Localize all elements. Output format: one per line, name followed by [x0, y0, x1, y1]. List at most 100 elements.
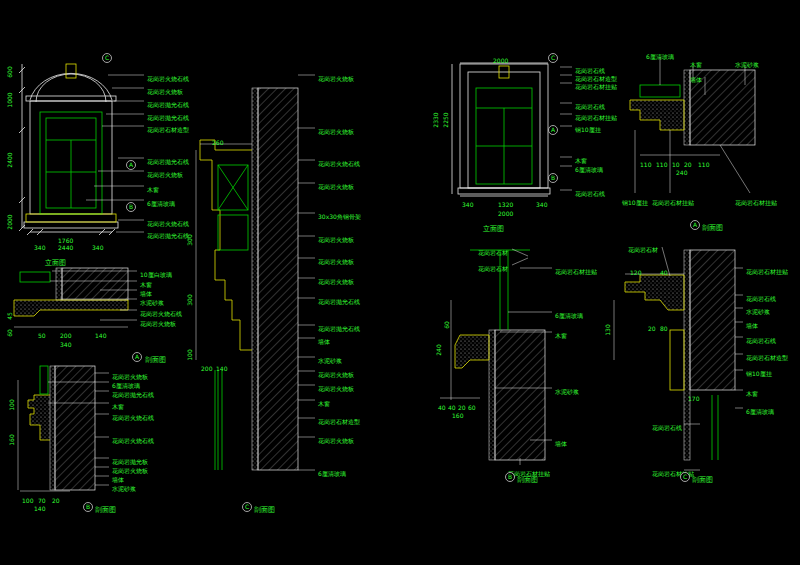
title-text: 剖面图	[692, 476, 713, 484]
callout-label: 木窗	[147, 183, 159, 193]
dimension-value: 110	[656, 158, 667, 168]
view-title: 剖面图	[95, 503, 116, 514]
label-text: 6厘清玻璃	[555, 312, 583, 319]
dimension-value: 240	[432, 344, 442, 355]
label-text: 木窗	[555, 332, 567, 339]
callout-label: 水泥砂浆	[746, 305, 770, 315]
callout-label: 花岗岩火烧板	[147, 168, 183, 178]
label-text: 水泥砂浆	[140, 299, 164, 306]
label-text: 墙体	[690, 76, 702, 83]
label-text: 墙体	[555, 440, 567, 447]
dimension-text: 240	[435, 344, 442, 355]
view-title: 剖面图	[692, 473, 713, 484]
dimension-text: 20	[458, 404, 466, 411]
bubble-letter: A	[548, 125, 558, 135]
callout-label: 墙体	[690, 73, 702, 83]
dimension-text: 40	[660, 269, 668, 276]
label-text: 花岗岩抛光石线	[318, 298, 360, 305]
callout-label: 6厘清玻璃	[318, 467, 346, 477]
dimension-value: 1760	[58, 234, 73, 244]
callout-label: 花岗岩石材造型	[147, 123, 189, 133]
dimension-value: 200	[201, 362, 212, 372]
label-text: 花岗岩火烧板	[112, 373, 148, 380]
callout-label: 花岗岩抛光板	[112, 455, 148, 465]
section-bubble: C	[102, 53, 112, 63]
callout-label: 墙体	[555, 437, 567, 447]
dimension-text: 80	[660, 325, 668, 332]
dimension-value: 170	[688, 392, 699, 402]
section-bubble: B	[548, 173, 558, 183]
dimension-value: 40	[660, 266, 668, 276]
callout-label: 花岗岩火烧板	[318, 125, 354, 135]
dimension-value: 2330	[429, 112, 439, 127]
dimension-value: 140	[34, 502, 45, 512]
dimension-value: 2000	[493, 54, 508, 64]
callout-label: 花岗岩火烧板	[318, 434, 354, 444]
bubble-letter: C	[242, 502, 252, 512]
dimension-value: 160	[5, 434, 15, 445]
dimension-value: 2250	[439, 112, 449, 127]
label-text: 花岗岩火烧石线	[140, 310, 182, 317]
callout-label: 花岗岩抛光石线	[147, 111, 189, 121]
dimension-text: 20	[648, 325, 656, 332]
dimension-value: 2400	[3, 152, 13, 167]
label-text: 墙体	[112, 476, 124, 483]
callout-label: 花岗岩火烧石线	[112, 411, 154, 421]
label-text: 花岗岩火烧板	[318, 258, 354, 265]
label-text: 花岗岩火烧板	[318, 278, 354, 285]
dimension-text: 200	[60, 332, 71, 339]
section-bubble: B	[126, 202, 136, 212]
dimension-value: 2000	[3, 214, 13, 229]
section-bubble: A	[690, 220, 700, 230]
callout-label: 木窗	[746, 387, 758, 397]
dimension-text: 260	[212, 139, 223, 146]
label-text: 花岗岩石线	[746, 337, 776, 344]
dimension-text: 300	[186, 234, 193, 245]
dimension-text: 140	[95, 332, 106, 339]
dimension-text: 120	[630, 269, 641, 276]
callout-label: 木窗	[690, 58, 702, 68]
callout-label: 木窗	[318, 397, 330, 407]
dimension-value: 70	[38, 494, 46, 504]
dimension-value: 20	[648, 322, 656, 332]
label-text: 花岗岩抛光石线	[318, 325, 360, 332]
label-text: 花岗岩石材	[478, 265, 508, 272]
label-text: 木窗	[746, 390, 758, 397]
dimension-value: 160	[452, 409, 463, 419]
dimension-text: 50	[38, 332, 46, 339]
section-bubble: A	[548, 125, 558, 135]
section-bubble: A	[132, 352, 142, 362]
callout-label: 花岗岩石线	[575, 100, 605, 110]
label-text: 花岗岩抛光石线	[147, 101, 189, 108]
callout-label: 花岗岩石材造型	[746, 351, 788, 361]
dimension-text: 110	[698, 161, 709, 168]
dimension-value: 110	[698, 158, 709, 168]
dimension-value: 240	[676, 166, 687, 176]
dimension-text: 100	[8, 399, 15, 410]
label-text: 花岗岩石材挂贴	[575, 83, 617, 90]
label-text: 花岗岩火烧石线	[147, 220, 189, 227]
dimension-text: 60	[443, 321, 450, 329]
dimension-text: 140	[216, 365, 227, 372]
callout-label: 花岗岩石材	[478, 246, 508, 256]
dimension-text: 20	[52, 497, 60, 504]
label-text: 花岗岩石材挂贴	[746, 268, 788, 275]
label-text: 6厘清玻璃	[575, 166, 603, 173]
callout-label: 花岗岩抛光石线	[318, 322, 360, 332]
callout-label: 花岗岩石材挂贴	[555, 265, 597, 275]
title-text: 剖面图	[517, 476, 538, 484]
label-text: 花岗岩火烧板	[318, 75, 354, 82]
dimension-value: 50	[38, 329, 46, 339]
callout-label: 花岗岩火烧板	[318, 180, 354, 190]
callout-label: 花岗岩石线	[652, 421, 682, 431]
callout-label: 6厘清玻璃	[646, 50, 674, 60]
callout-label: 6厘清玻璃	[112, 379, 140, 389]
dimension-value: 340	[536, 198, 547, 208]
label-text: 花岗岩火烧板	[318, 385, 354, 392]
title-text: 剖面图	[145, 356, 166, 364]
dimension-value: 300	[183, 234, 193, 245]
label-text: 花岗岩石材挂贴	[735, 199, 777, 206]
dimension-text: 600	[6, 66, 13, 77]
title-text: 剖面图	[95, 506, 116, 514]
dimension-text: 340	[536, 201, 547, 208]
